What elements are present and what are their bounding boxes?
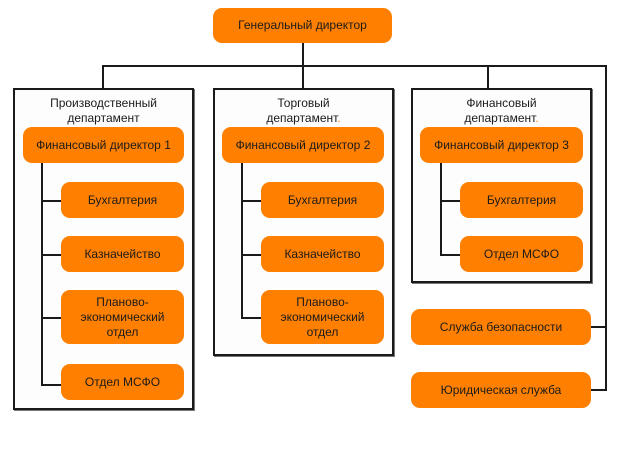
unit-node[interactable]: Бухгалтерия (460, 182, 583, 218)
unit-node[interactable]: Бухгалтерия (61, 182, 184, 218)
unit-node[interactable]: Отдел МСФО (460, 236, 583, 272)
unit-label: Бухгалтерия (287, 192, 358, 207)
financial-director-1-label: Финансовый директор 1 (36, 137, 171, 152)
unit-node[interactable]: Планово-экономический отдел (61, 290, 184, 344)
unit-label: Планово-экономический отдел (80, 294, 165, 339)
dept-title-text: департамент (67, 111, 140, 125)
connector-legal (591, 389, 606, 391)
dept-2-branch-2 (241, 254, 261, 256)
dept-3-trunk (440, 163, 442, 255)
unit-label: Казначейство (84, 246, 161, 261)
dept-3-branch-1 (440, 200, 460, 202)
general-director-node[interactable]: Генеральный директор (213, 8, 392, 43)
dept-2-branch-3 (241, 317, 261, 319)
unit-label: Планово-экономический отдел (280, 294, 365, 339)
connector-security (591, 326, 606, 328)
financial-director-2-label: Финансовый директор 2 (235, 137, 371, 152)
unit-node[interactable]: Казначейство (261, 236, 384, 272)
connector-dept-2 (302, 65, 304, 89)
dept-title-text: департамент (266, 111, 338, 125)
unit-label: Казначейство (284, 246, 361, 261)
dept-1-branch-2 (41, 254, 61, 256)
general-director-label: Генеральный директор (238, 18, 367, 32)
financial-director-2-node[interactable]: Финансовый директор 2 (222, 127, 384, 163)
department-finance-title: Финансовый департамент. (413, 96, 590, 126)
unit-label: Отдел МСФО (84, 374, 161, 389)
dept-title-line1: Производственный (50, 96, 157, 110)
dept-2-branch-1 (241, 200, 261, 202)
dept-1-branch-3 (41, 317, 61, 319)
unit-label: Отдел МСФО (483, 246, 560, 261)
dept-title-dot: . (337, 111, 341, 125)
unit-label: Бухгалтерия (486, 192, 557, 207)
connector-dept-1 (102, 65, 104, 89)
dept-1-branch-1 (41, 200, 61, 202)
unit-node[interactable]: Бухгалтерия (261, 182, 384, 218)
legal-service-label: Юридическая служба (440, 382, 562, 397)
root-connector (302, 43, 304, 65)
department-trade-title: Торговый департамент. (215, 96, 392, 126)
top-bus-line (102, 65, 606, 67)
financial-director-3-node[interactable]: Финансовый директор 3 (420, 127, 583, 163)
dept-title-line1: Торговый (277, 96, 330, 110)
dept-1-trunk (41, 163, 43, 385)
dept-title-text: департамент (464, 111, 536, 125)
unit-node[interactable]: Казначейство (61, 236, 184, 272)
dept-title-line2: департамент. (215, 111, 392, 126)
legal-service-node[interactable]: Юридическая служба (411, 372, 591, 408)
connector-services (605, 65, 607, 391)
security-service-node[interactable]: Служба безопасности (411, 309, 591, 345)
unit-node[interactable]: Планово-экономический отдел (261, 290, 384, 344)
dept-2-trunk (241, 163, 243, 318)
dept-title-line1: Финансовый (466, 96, 537, 110)
financial-director-3-label: Финансовый директор 3 (434, 137, 569, 152)
unit-label: Бухгалтерия (87, 192, 158, 207)
unit-node[interactable]: Отдел МСФО (61, 364, 184, 400)
dept-1-branch-4 (41, 384, 61, 386)
dept-title-line2: департамент (15, 111, 192, 126)
dept-3-branch-2 (440, 254, 460, 256)
financial-director-1-node[interactable]: Финансовый директор 1 (23, 127, 184, 163)
dept-title-line2: департамент. (413, 111, 590, 126)
security-service-label: Служба безопасности (439, 319, 563, 334)
dept-title-dot: . (535, 111, 539, 125)
department-production-title: Производственный департамент (15, 96, 192, 126)
connector-dept-3 (487, 65, 489, 89)
